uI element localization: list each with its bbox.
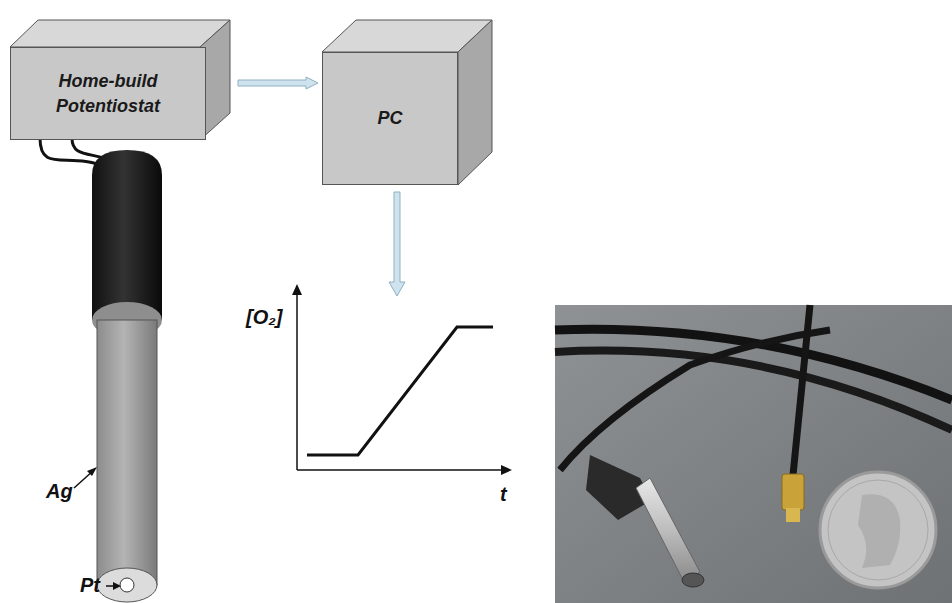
photo-connector	[786, 508, 800, 522]
part-label: Pt	[80, 574, 100, 597]
flow-arrow	[389, 192, 405, 296]
axis	[297, 469, 503, 471]
leader-head	[87, 467, 97, 476]
photo-coin-profile	[858, 494, 900, 568]
flow-arrow	[238, 77, 318, 89]
axis-head	[501, 465, 512, 475]
text-stack: PC	[367, 100, 412, 136]
box-side-face	[458, 20, 492, 185]
photo-probe	[636, 478, 700, 582]
probe-sleeve	[92, 150, 162, 320]
part-label: Ag	[46, 480, 73, 503]
axis-label: [O₂]	[246, 306, 283, 329]
computer-box: PC	[322, 52, 458, 185]
axis-head	[292, 284, 302, 295]
box-title: Home-build Potentiostat	[11, 63, 205, 124]
box-top-face	[10, 20, 230, 47]
probe-end-face	[97, 568, 157, 602]
axis	[296, 292, 298, 470]
arrow-shape	[238, 77, 318, 89]
photo-probe-tip	[682, 573, 704, 587]
probe-pt-disk	[120, 578, 134, 592]
probe-ag-body	[97, 320, 157, 585]
leader-head	[113, 582, 121, 590]
photo-cable	[793, 305, 810, 475]
text-stack: Home-build Potentiostat	[11, 63, 205, 124]
photo-coin	[828, 480, 928, 580]
photo-cable	[560, 330, 830, 470]
device-box: Home-build Potentiostat	[10, 47, 206, 140]
photo	[555, 305, 952, 603]
photo-coin	[820, 472, 936, 588]
axis-label: t	[500, 483, 507, 506]
photo-connector	[782, 474, 804, 510]
box-title: PC	[367, 100, 412, 136]
o2-curve	[307, 327, 493, 455]
